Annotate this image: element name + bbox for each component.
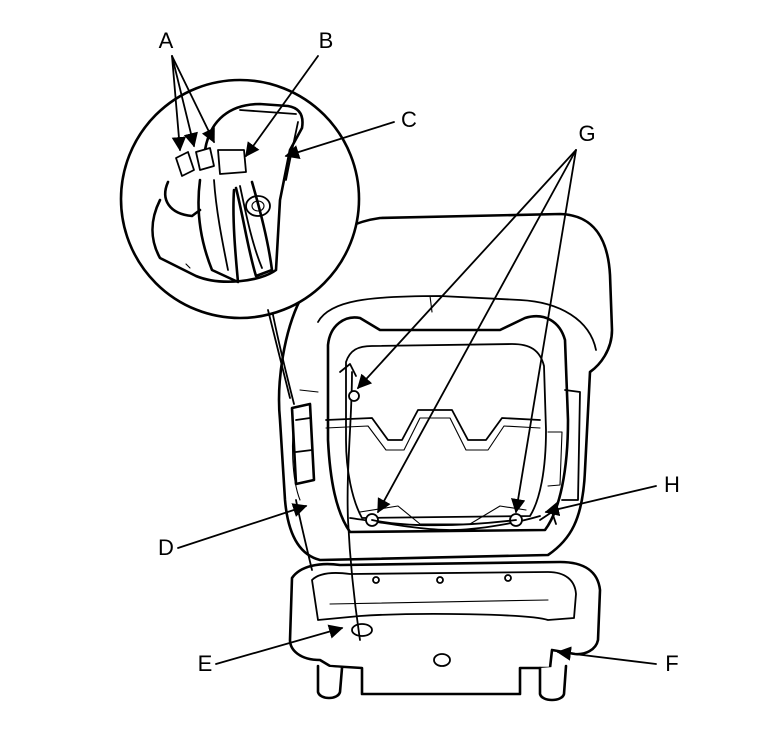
leader-g-1	[357, 149, 577, 390]
wire-harness	[271, 309, 557, 641]
label-g: G	[578, 121, 595, 146]
leader-g-2	[377, 149, 577, 514]
leader-f	[556, 646, 657, 665]
leader-a-1	[171, 55, 187, 152]
leader-c	[284, 121, 395, 159]
leader-d	[177, 503, 308, 549]
leader-a-2	[171, 55, 198, 148]
label-e: E	[198, 651, 213, 676]
leader-g-3	[511, 149, 577, 514]
label-f: F	[665, 651, 678, 676]
label-c: C	[401, 107, 417, 132]
callout-labels: A B C D E F G H	[158, 28, 680, 676]
leader-e	[215, 624, 344, 665]
label-d: D	[158, 535, 174, 560]
label-b: B	[319, 28, 334, 53]
label-h: H	[664, 472, 680, 497]
leader-b	[245, 55, 319, 158]
seat-base	[288, 560, 602, 702]
leader-a-3	[171, 55, 215, 144]
leader-h	[544, 485, 657, 517]
leader-lines	[171, 55, 657, 665]
label-a: A	[159, 28, 174, 53]
